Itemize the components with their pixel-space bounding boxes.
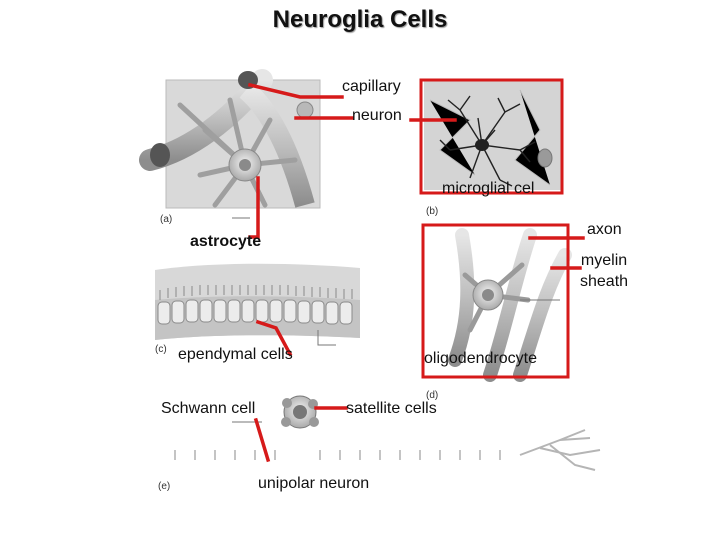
panel-letter-d: (d) (426, 390, 438, 401)
label-unipolar-neuron: unipolar neuron (258, 475, 370, 492)
label-ependymal: ependymal cells (178, 346, 293, 363)
label-satellite: satellite cells (346, 400, 437, 417)
panel-b-microglial-illustration (424, 80, 562, 190)
microglial-frame (419, 78, 564, 195)
label-capillary: capillary (342, 78, 401, 95)
panel-letter-c: (c) (155, 344, 167, 355)
label-schwann: Schwann cell (161, 400, 256, 417)
label-neuron: neuron (352, 107, 402, 124)
panel-letter-a: (a) (160, 214, 172, 225)
panel-letter-e: (e) (158, 481, 170, 492)
panel-c-ependymal-illustration (155, 263, 360, 346)
panel-a-astrocyte-illustration (139, 69, 321, 219)
label-axon: axon (587, 221, 622, 238)
label-oligodendrocyte: oligodendrocyte (424, 350, 537, 367)
panel-letter-b: (b) (426, 206, 438, 217)
pointer-lines (247, 82, 585, 463)
label-microglial: microglial cel (442, 180, 535, 197)
panel-d-oligodendrocyte-illustration (448, 228, 572, 382)
oligodendrocyte-frame (421, 223, 570, 379)
page-title: Neuroglia Cells (272, 6, 448, 33)
label-myelin-sheath: myelin sheath (580, 252, 629, 290)
panel-e-unipolar-illustration (155, 395, 601, 471)
label-astrocyte: astrocyte (190, 233, 262, 250)
